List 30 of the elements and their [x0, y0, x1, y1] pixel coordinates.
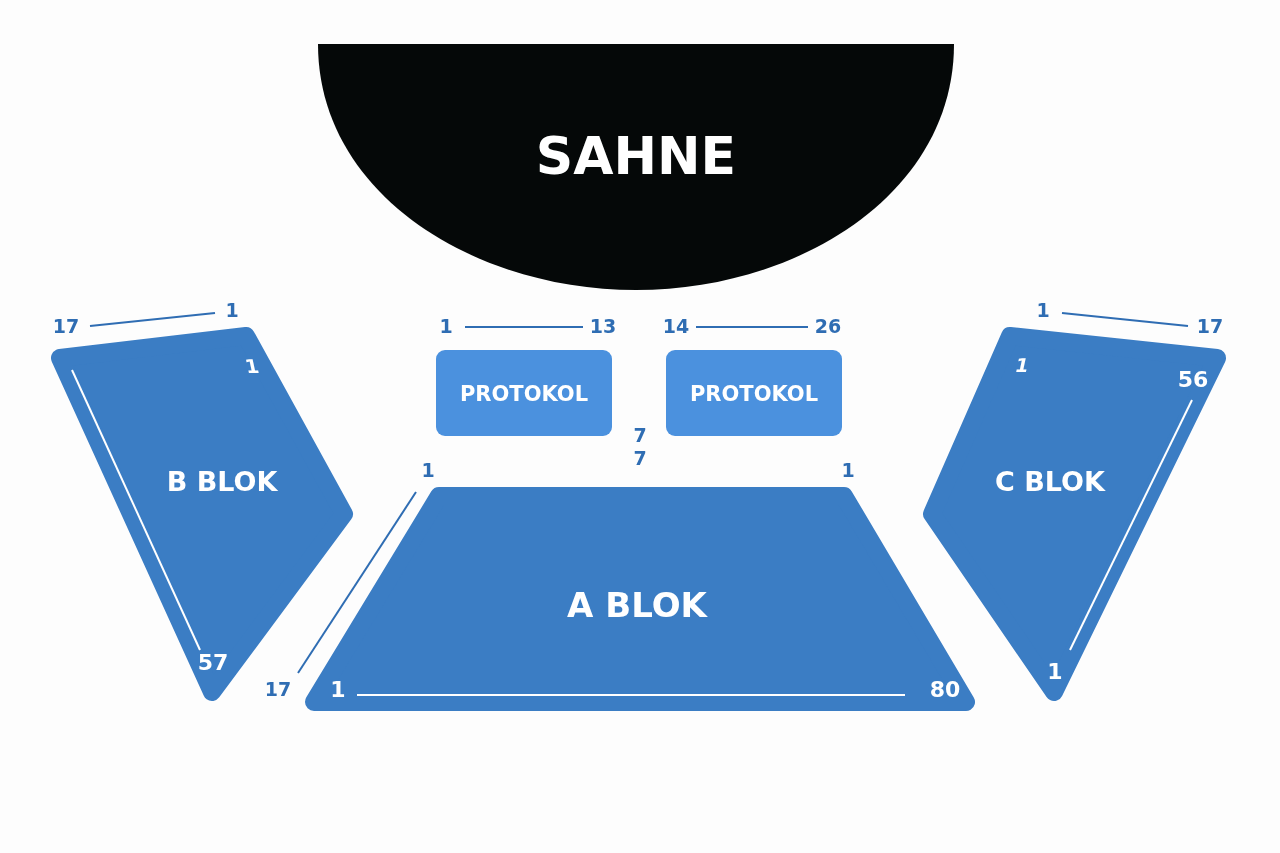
seat-number: 1 [243, 356, 261, 376]
seat-number: 7 [633, 448, 647, 468]
seat-number: 1 [439, 316, 453, 336]
seat-number: 14 [662, 316, 690, 336]
seat-number: 1 [1047, 661, 1063, 683]
seating-block [436, 350, 612, 436]
block-name: A BLOK [567, 588, 707, 622]
seat-number: 1 [841, 460, 855, 480]
seat-number: 17 [1196, 316, 1224, 336]
seating-block [304, 487, 976, 714]
seat-number: 13 [589, 316, 617, 336]
seat-number: 17 [264, 679, 292, 699]
block-name: SAHNE [535, 130, 737, 182]
seat-number: 80 [929, 679, 961, 701]
seat-number: 1 [225, 300, 239, 320]
block-name: PROTOKOL [459, 383, 589, 405]
seat-number: 56 [1177, 369, 1209, 391]
seating-block [666, 350, 842, 436]
seat-number: 1 [330, 679, 346, 701]
seat-number: 7 [633, 425, 647, 445]
seat-number: 17 [52, 316, 80, 336]
block-name: C BLOK [995, 467, 1105, 495]
seat-number: 57 [197, 652, 229, 674]
block-name: B BLOK [166, 467, 278, 495]
seat-number: 26 [814, 316, 842, 336]
seat-number: 1 [1036, 300, 1050, 320]
stage-shape [318, 44, 954, 290]
block-name: PROTOKOL [689, 383, 819, 405]
seat-number: 1 [1013, 355, 1031, 375]
seat-number: 1 [421, 460, 435, 480]
